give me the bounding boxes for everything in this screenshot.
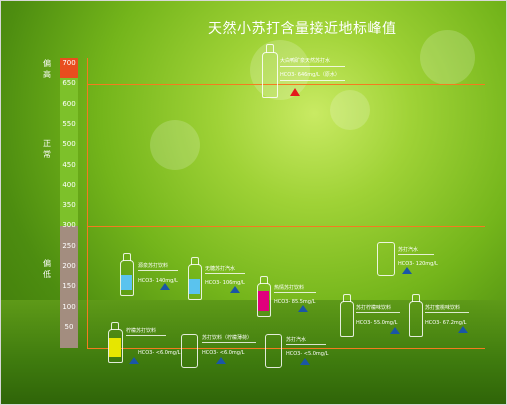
bottle-fill [258, 291, 269, 311]
product-value: HCO3- 106mg/L [205, 280, 245, 286]
product-value: HCO3- <6.0mg/L [202, 350, 245, 356]
bokeh-light [330, 90, 370, 130]
bottle-neck [191, 257, 199, 265]
bokeh-light [420, 30, 475, 85]
scale-tick-label: 100 [62, 302, 76, 311]
label-underline [274, 292, 316, 293]
product-name: 热情苏打饮料 [274, 285, 305, 291]
scale-tick-label: 500 [62, 140, 76, 149]
scale-tick-label: 250 [62, 241, 76, 250]
product-value: HCO3- 646mg/L（原水） [280, 72, 340, 78]
marker-triangle [160, 283, 170, 290]
scale-segment-normal [60, 78, 78, 226]
product-value: HCO3- <6.0mg/L [138, 350, 181, 356]
product-name: 源泉苏打饮料 [138, 263, 169, 269]
label-underline [398, 254, 434, 255]
zone-label-normal: 正 常 [43, 139, 51, 159]
bottle-neck [111, 322, 119, 330]
scale-tick-label: 550 [62, 119, 76, 128]
scale-tick-label: 700 [62, 59, 76, 67]
scale-tick-label: 200 [62, 262, 76, 270]
bottle-icon [262, 52, 278, 98]
scale-tick-label: 400 [62, 180, 76, 189]
product-value: HCO3- 140mg/L [138, 278, 178, 284]
scale-tick-label: 150 [62, 282, 76, 291]
scale-tick-label: 350 [62, 201, 76, 210]
bottle-fill [109, 338, 121, 357]
product-value: HCO3- 67.2mg/L [425, 320, 467, 326]
reference-line-300 [87, 226, 485, 227]
bottle-neck [260, 276, 268, 284]
bottle-neck [343, 294, 351, 302]
bottle-icon [108, 329, 123, 363]
product-name: 大白鸭矿泉天然苏打水 [280, 58, 331, 64]
bokeh-light [150, 120, 200, 170]
bottle-neck [123, 253, 131, 261]
marker-triangle [300, 358, 310, 365]
label-underline [126, 335, 166, 336]
zone-label-high: 偏 高 [43, 59, 51, 79]
product-name: 柠檬苏打饮料 [126, 328, 157, 334]
scale-segment-low [60, 226, 78, 348]
label-underline [280, 66, 345, 67]
bottle-neck [412, 294, 420, 302]
axis-line [87, 58, 88, 348]
product-value: HCO3- 120mg/L [398, 261, 438, 267]
scale-tick-label: 450 [62, 160, 76, 169]
product-name: 苏打柠檬味饮料 [356, 305, 392, 311]
label-underline [286, 344, 326, 345]
bokeh-light [250, 40, 310, 100]
reference-line-646 [87, 84, 485, 85]
product-name: 无糖苏打汽水 [205, 266, 236, 272]
product-name: 苏打蜜桃味饮料 [425, 305, 461, 311]
bottle-icon [120, 260, 134, 296]
product-name: 苏打汽水 [286, 337, 307, 343]
bottle-fill [121, 275, 132, 290]
product-value: HCO3- <5.0mg/L [286, 351, 329, 357]
bottle-icon [188, 264, 202, 300]
product-name: 苏打汽水 [398, 247, 419, 253]
bottle-fill [189, 279, 200, 294]
scale-tick-label: 600 [62, 99, 76, 108]
scale-tick-label: 50 [64, 322, 74, 331]
bottle-neck [266, 44, 274, 53]
marker-triangle [458, 326, 468, 333]
can-icon [377, 242, 395, 276]
label-underline [205, 273, 245, 274]
bottle-icon [409, 301, 423, 337]
can-icon [181, 334, 198, 368]
label-underline [280, 80, 345, 81]
scale-segment-high [60, 58, 78, 78]
can-icon [265, 334, 282, 368]
zone-label-low: 偏 低 [43, 259, 51, 279]
marker-triangle [390, 327, 400, 334]
marker-triangle [230, 286, 240, 293]
bottle-icon [257, 283, 271, 317]
baseline [87, 348, 485, 349]
bottle-icon [340, 301, 354, 337]
label-underline [138, 270, 178, 271]
page-title: 天然小苏打含量接近地标峰值 [208, 21, 397, 37]
scale-tick-label: 300 [62, 221, 76, 230]
marker-triangle [402, 267, 412, 274]
label-underline [202, 342, 256, 343]
marker-triangle [290, 88, 300, 96]
label-underline [425, 312, 469, 313]
marker-triangle [216, 357, 226, 364]
marker-triangle [298, 305, 308, 312]
scale-tick-label: 650 [62, 79, 76, 88]
label-underline [356, 312, 400, 313]
marker-triangle [129, 357, 139, 364]
product-value: HCO3- 85.5mg/L [274, 299, 316, 305]
product-name: 苏打饮料（柠檬薄荷） [202, 335, 253, 341]
product-value: HCO3- 55.0mg/L [356, 320, 398, 326]
